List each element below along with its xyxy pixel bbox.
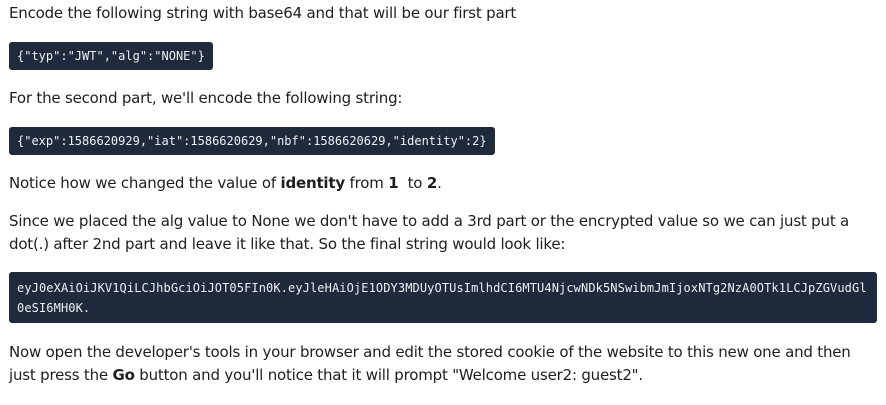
bold-go: Go [112,366,135,384]
bold-identity: identity [280,174,346,192]
bold-value-2: 2 [426,174,438,192]
text: . [437,174,442,192]
paragraph-second-part: For the second part, we'll encode the fo… [9,89,403,107]
code-block-payload: {"exp":1586620929,"iat":1586620629,"nbf"… [9,127,495,155]
paragraph-encode-first-part: Encode the following string with base64 … [9,4,517,22]
text: button and you'll notice that it will pr… [134,366,643,384]
text: Now open the developer's tools in your b… [9,343,851,384]
text: to [398,174,427,192]
text: from [344,174,389,192]
code-block-header: {"typ":"JWT","alg":"NONE"} [9,42,213,70]
bold-value-1: 1 [388,174,399,192]
text: Notice how we changed the value of [9,174,281,192]
paragraph-alg-none: Since we placed the alg value to None we… [9,212,850,253]
paragraph-identity-change: Notice how we changed the value of ident… [9,172,442,195]
paragraph-open-devtools: Now open the developer's tools in your b… [9,341,881,387]
code-block-final-token: eyJ0eXAiOiJKV1QiLCJhbGciOiJOT05FIn0K.eyJ… [9,272,877,323]
